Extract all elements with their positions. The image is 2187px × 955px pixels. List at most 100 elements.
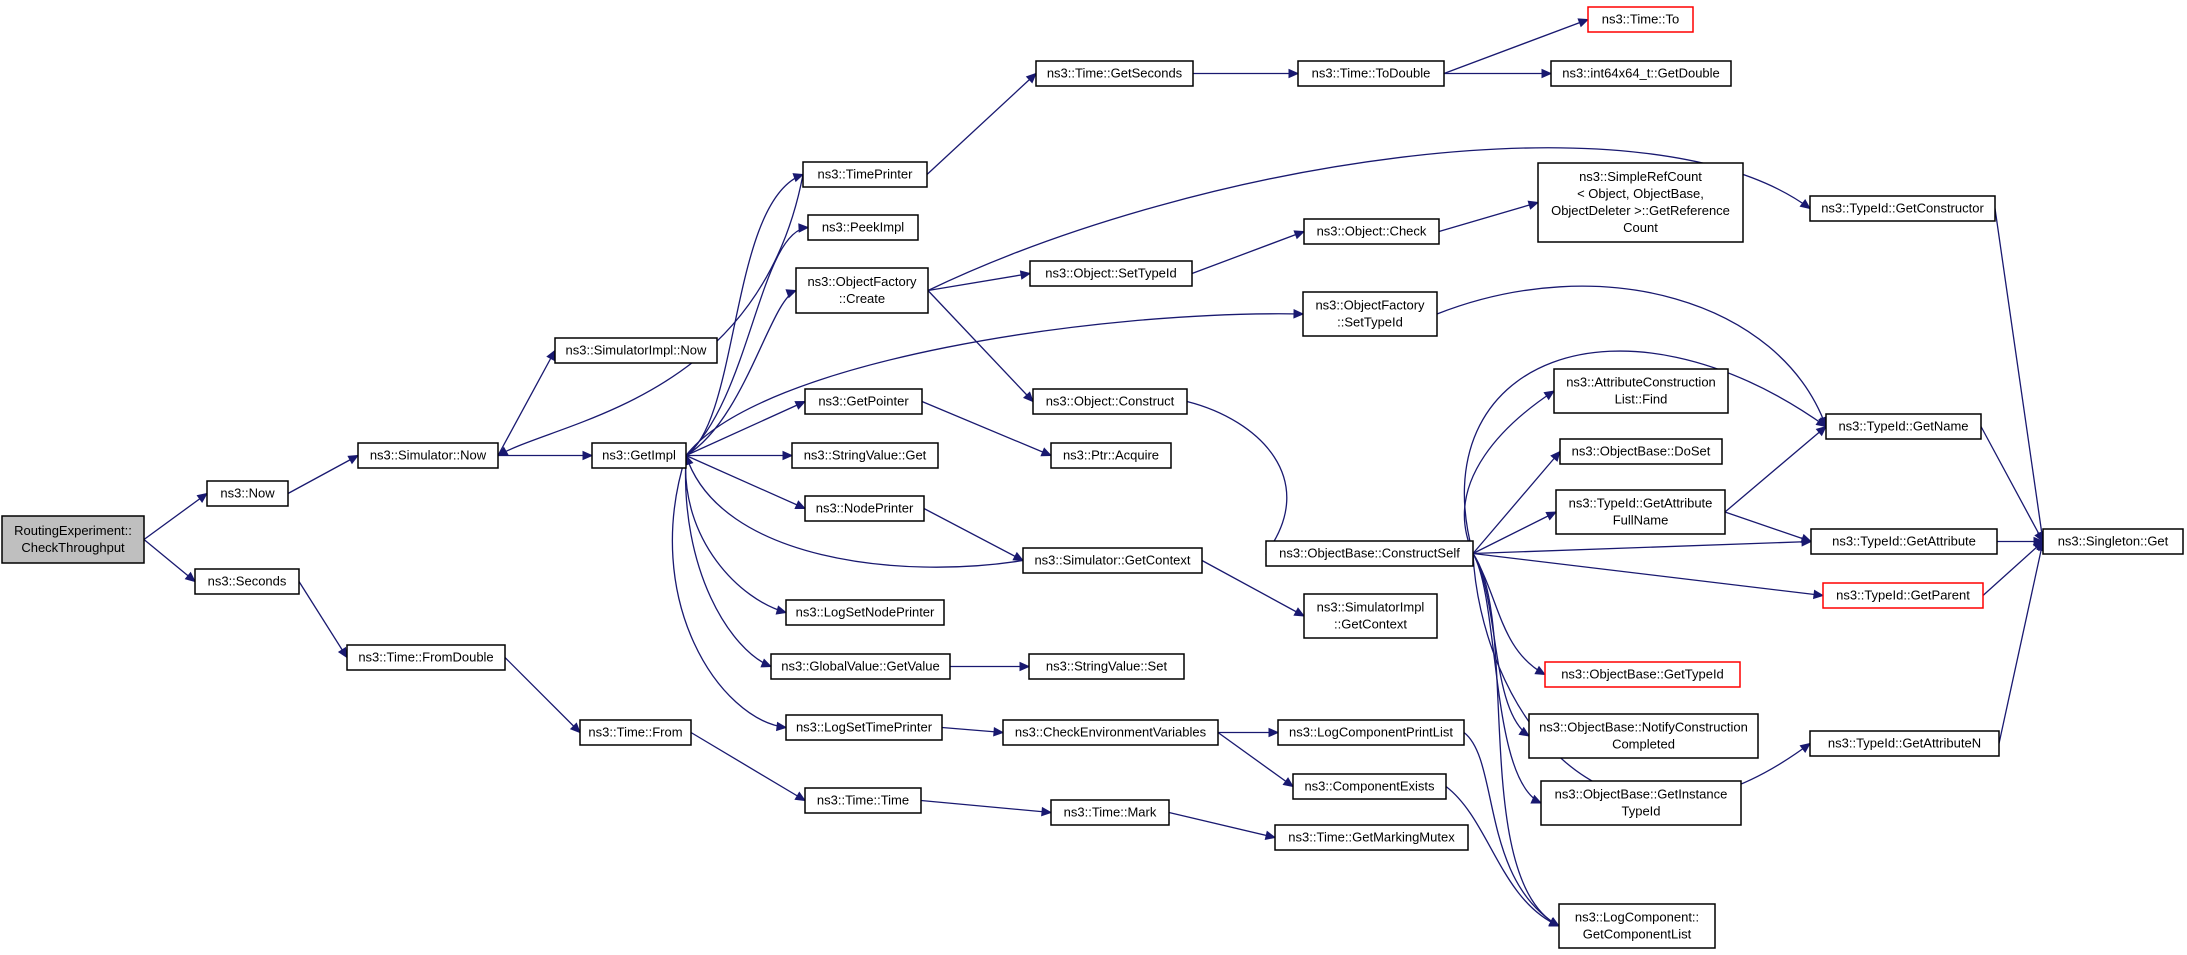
node-checkenv[interactable]: ns3::CheckEnvironmentVariables (1002, 719, 1219, 746)
node-box-simgetctx[interactable] (1022, 547, 1203, 574)
node-timetime[interactable]: ns3::Time::Time (804, 787, 922, 814)
node-getattribute[interactable]: ns3::TypeId::GetAttribute (1810, 528, 1998, 555)
node-box-notifyconstr[interactable] (1528, 713, 1759, 759)
node-getmarkingmutex[interactable]: ns3::Time::GetMarkingMutex (1274, 824, 1469, 851)
node-svget[interactable]: ns3::StringValue::Get (791, 442, 939, 469)
node-root[interactable]: RoutingExperiment::CheckThroughput (1, 515, 145, 564)
node-settypeid[interactable]: ns3::Object::SetTypeId (1029, 260, 1193, 287)
node-box-simnow[interactable] (357, 442, 499, 469)
node-box-from[interactable] (579, 719, 692, 746)
node-gvgetvalue[interactable]: ns3::GlobalValue::GetValue (770, 653, 951, 680)
node-getattributen[interactable]: ns3::TypeId::GetAttributeN (1809, 730, 2000, 757)
node-logcompprint[interactable]: ns3::LogComponentPrintList (1277, 719, 1465, 746)
node-box-peekimpl[interactable] (807, 214, 919, 241)
node-simnow[interactable]: ns3::Simulator::Now (357, 442, 499, 469)
node-box-getattribute[interactable] (1810, 528, 1998, 555)
node-svset[interactable]: ns3::StringValue::Set (1028, 653, 1185, 680)
node-box-logsettime[interactable] (785, 714, 943, 741)
node-box-logcompprint[interactable] (1277, 719, 1465, 746)
node-peekimpl[interactable]: ns3::PeekImpl (807, 214, 919, 241)
node-todouble[interactable]: ns3::Time::ToDouble (1297, 60, 1445, 87)
node-fromdouble[interactable]: ns3::Time::FromDouble (346, 644, 506, 671)
node-constructself[interactable]: ns3::ObjectBase::ConstructSelf (1265, 540, 1474, 567)
node-box-objcheck[interactable] (1303, 218, 1440, 245)
node-ptracquire[interactable]: ns3::Ptr::Acquire (1050, 442, 1172, 469)
node-getparent[interactable]: ns3::TypeId::GetParent (1822, 582, 1984, 609)
node-getpointer[interactable]: ns3::GetPointer (804, 388, 923, 415)
node-box-getcomplist[interactable] (1558, 903, 1716, 949)
node-box-doset[interactable] (1559, 438, 1723, 465)
node-simgetctx[interactable]: ns3::Simulator::GetContext (1022, 547, 1203, 574)
node-box-construct[interactable] (1032, 388, 1188, 415)
node-nodeprinter[interactable]: ns3::NodePrinter (804, 495, 925, 522)
node-box-ofcreate[interactable] (795, 267, 929, 314)
node-logsetnode[interactable]: ns3::LogSetNodePrinter (785, 599, 945, 626)
node-seconds[interactable]: ns3::Seconds (194, 568, 300, 595)
node-box-getparent[interactable] (1822, 582, 1984, 609)
node-getimpl[interactable]: ns3::GetImpl (591, 442, 687, 469)
node-box-timeto[interactable] (1587, 6, 1694, 33)
node-box-obgettypeid[interactable] (1544, 661, 1741, 688)
node-box-timetime[interactable] (804, 787, 922, 814)
node-box-getconstructor[interactable] (1809, 195, 1996, 222)
node-box-ptracquire[interactable] (1050, 442, 1172, 469)
node-singletonget[interactable]: ns3::Singleton::Get (2042, 528, 2184, 555)
node-box-svset[interactable] (1028, 653, 1185, 680)
node-construct[interactable]: ns3::Object::Construct (1032, 388, 1188, 415)
node-box-gvgetvalue[interactable] (770, 653, 951, 680)
node-box-getpointer[interactable] (804, 388, 923, 415)
node-simimplctx[interactable]: ns3::SimulatorImpl::GetContext (1303, 593, 1438, 639)
node-box-simimplctx[interactable] (1303, 593, 1438, 639)
node-getdouble[interactable]: ns3::int64x64_t::GetDouble (1550, 60, 1732, 87)
node-notifyconstr[interactable]: ns3::ObjectBase::NotifyConstructionCompl… (1528, 713, 1759, 759)
node-getname[interactable]: ns3::TypeId::GetName (1825, 413, 1982, 440)
node-obgettypeid[interactable]: ns3::ObjectBase::GetTypeId (1544, 661, 1741, 688)
node-simimplnow[interactable]: ns3::SimulatorImpl::Now (554, 337, 718, 364)
node-getseconds[interactable]: ns3::Time::GetSeconds (1035, 60, 1194, 87)
node-box-getname[interactable] (1825, 413, 1982, 440)
node-box-compexists[interactable] (1292, 773, 1447, 800)
node-simplerefcount[interactable]: ns3::SimpleRefCount< Object, ObjectBase,… (1537, 162, 1744, 243)
node-mark[interactable]: ns3::Time::Mark (1050, 799, 1170, 826)
node-box-mark[interactable] (1050, 799, 1170, 826)
node-ofsettypeid[interactable]: ns3::ObjectFactory::SetTypeId (1302, 291, 1438, 337)
node-box-simimplnow[interactable] (554, 337, 718, 364)
node-timeprinter[interactable]: ns3::TimePrinter (802, 161, 928, 188)
node-getconstructor[interactable]: ns3::TypeId::GetConstructor (1809, 195, 1996, 222)
node-compexists[interactable]: ns3::ComponentExists (1292, 773, 1447, 800)
node-box-checkenv[interactable] (1002, 719, 1219, 746)
node-box-timeprinter[interactable] (802, 161, 928, 188)
node-box-getseconds[interactable] (1035, 60, 1194, 87)
node-now[interactable]: ns3::Now (206, 480, 289, 507)
node-box-root[interactable] (1, 515, 145, 564)
node-box-singletonget[interactable] (2042, 528, 2184, 555)
node-ofcreate[interactable]: ns3::ObjectFactory::Create (795, 267, 929, 314)
node-logsettime[interactable]: ns3::LogSetTimePrinter (785, 714, 943, 741)
node-box-attrfind[interactable] (1553, 368, 1729, 414)
node-box-getinstancetypeid[interactable] (1540, 780, 1742, 826)
node-box-simplerefcount[interactable] (1537, 162, 1744, 243)
node-box-getdouble[interactable] (1550, 60, 1732, 87)
node-box-fromdouble[interactable] (346, 644, 506, 671)
node-objcheck[interactable]: ns3::Object::Check (1303, 218, 1440, 245)
node-box-getattrfullname[interactable] (1555, 489, 1726, 535)
node-box-getattributen[interactable] (1809, 730, 2000, 757)
node-doset[interactable]: ns3::ObjectBase::DoSet (1559, 438, 1723, 465)
node-box-now[interactable] (206, 480, 289, 507)
node-box-seconds[interactable] (194, 568, 300, 595)
node-box-svget[interactable] (791, 442, 939, 469)
node-box-getmarkingmutex[interactable] (1274, 824, 1469, 851)
node-timeto[interactable]: ns3::Time::To (1587, 6, 1694, 33)
node-box-constructself[interactable] (1265, 540, 1474, 567)
node-box-getimpl[interactable] (591, 442, 687, 469)
node-box-todouble[interactable] (1297, 60, 1445, 87)
node-box-nodeprinter[interactable] (804, 495, 925, 522)
node-getcomplist[interactable]: ns3::LogComponent::GetComponentList (1558, 903, 1716, 949)
node-box-logsetnode[interactable] (785, 599, 945, 626)
node-box-ofsettypeid[interactable] (1302, 291, 1438, 337)
node-box-settypeid[interactable] (1029, 260, 1193, 287)
node-from[interactable]: ns3::Time::From (579, 719, 692, 746)
